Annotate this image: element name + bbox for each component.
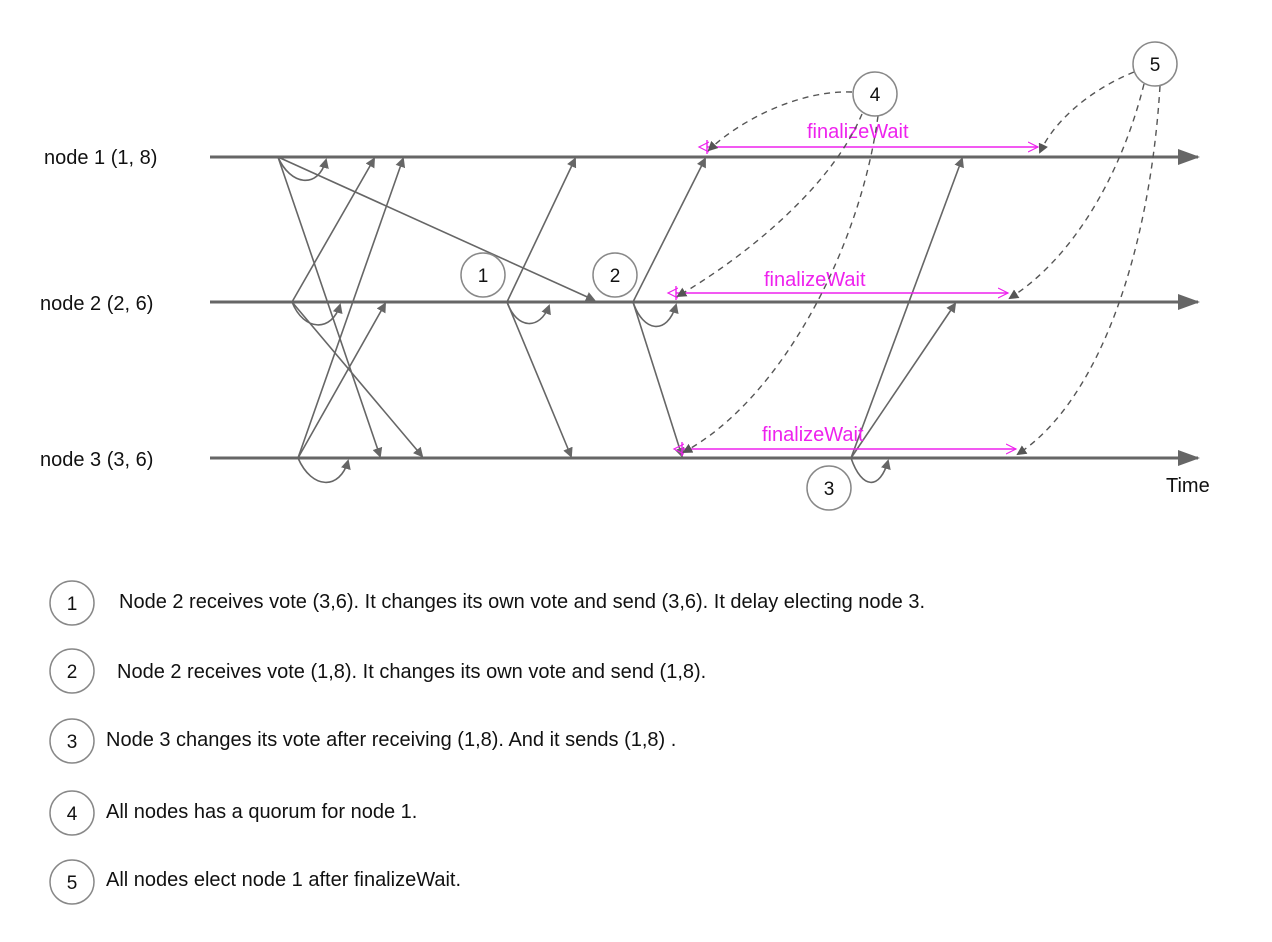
diagram-markers: 1 2 3 4 5: [460, 41, 1178, 511]
legend-item-5: 5 All nodes elect node 1 after finalizeW…: [49, 859, 461, 905]
legend: 1 Node 2 receives vote (3,6). It changes…: [49, 580, 925, 905]
self-vote-node-3: [297, 457, 351, 484]
marker-5: [1132, 41, 1178, 87]
msg-n2-to-n1-c: [632, 157, 706, 303]
annotation-curves: [676, 71, 1161, 456]
time-axis-label: Time: [1166, 475, 1210, 497]
legend-text-5: All nodes elect node 1 after finalizeWai…: [106, 869, 461, 891]
self-vote-node-2-b: [506, 301, 551, 325]
legend-text-4: All nodes has a quorum for node 1.: [106, 801, 417, 823]
msg-n2-to-n3-c: [632, 301, 685, 458]
msg-n1-to-n2-late: [277, 156, 596, 302]
marker-1-number: 1: [478, 266, 489, 287]
legend-number-2: 2: [67, 662, 78, 683]
legend-number-5: 5: [67, 873, 78, 894]
legend-number-4: 4: [67, 804, 78, 825]
self-vote-node-3-b: [850, 457, 891, 484]
legend-number-1: 1: [67, 594, 78, 615]
elect-link-node-3: [1016, 85, 1161, 456]
msg-n1-to-n3-a: [277, 156, 383, 458]
elect-link-node-2: [1008, 83, 1145, 300]
legend-item-4: 4 All nodes has a quorum for node 1.: [49, 790, 417, 836]
message-arrows: [277, 156, 964, 484]
legend-item-1: 1 Node 2 receives vote (3,6). It changes…: [49, 580, 925, 626]
msg-n2-to-n1-b: [506, 157, 577, 303]
marker-3-number: 3: [824, 479, 835, 500]
msg-n3-to-n1-b: [850, 157, 964, 459]
finalize-label-node-1: finalizeWait: [807, 121, 909, 143]
legend-text-3: Node 3 changes its vote after receiving …: [106, 729, 676, 751]
quorum-link-node-1: [707, 91, 853, 152]
legend-text-1: Node 2 receives vote (3,6). It changes i…: [119, 591, 925, 613]
finalize-label-node-3: finalizeWait: [762, 424, 864, 446]
msg-n3-to-n1-a: [297, 157, 406, 459]
marker-4-number: 4: [870, 85, 881, 106]
legend-item-2: 2 Node 2 receives vote (1,8). It changes…: [49, 648, 706, 694]
finalize-intervals: [676, 140, 1038, 456]
legend-item-3: 3 Node 3 changes its vote after receivin…: [49, 718, 676, 764]
msg-n2-to-n3-b: [506, 301, 573, 458]
msg-n2-to-n1-a: [291, 157, 375, 303]
node-1-label: node 1 (1, 8): [44, 147, 157, 169]
quorum-link-node-3: [682, 115, 879, 453]
self-vote-node-2: [291, 301, 343, 326]
marker-5-number: 5: [1150, 55, 1161, 76]
msg-n3-to-n2-a: [297, 302, 386, 459]
msg-n3-to-n2-b: [850, 302, 957, 459]
marker-1: [460, 252, 506, 298]
legend-text-2: Node 2 receives vote (1,8). It changes i…: [117, 661, 706, 683]
quorum-link-node-2: [676, 113, 863, 298]
self-vote-node-1: [277, 156, 329, 182]
finalize-label-node-2: finalizeWait: [764, 269, 866, 291]
marker-2-number: 2: [610, 266, 621, 287]
marker-2: [592, 252, 638, 298]
elect-link-node-1: [1038, 71, 1135, 154]
msg-n2-to-n3-a: [291, 301, 424, 458]
marker-4: [852, 71, 898, 117]
node-3-label: node 3 (3, 6): [40, 449, 153, 471]
node-2-label: node 2 (2, 6): [40, 293, 153, 315]
marker-3: [806, 465, 852, 511]
legend-number-3: 3: [67, 732, 78, 753]
